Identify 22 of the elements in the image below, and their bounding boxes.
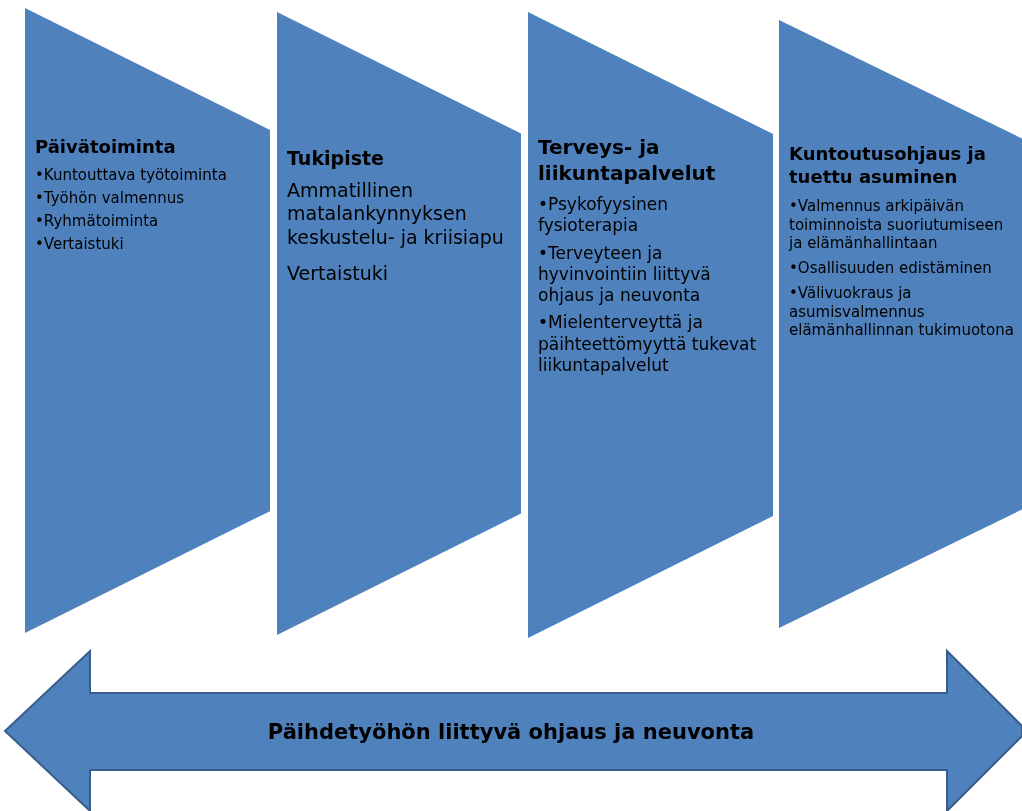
list-item: •Kuntouttava työtoiminta xyxy=(35,166,228,186)
list-item: •Psykofyysinen fysioterapia xyxy=(538,194,669,237)
panel-heading: Tukipiste xyxy=(287,146,385,171)
list-item: •Valmennus arkipäivän toiminnoista suoriutumiseen ja elämänhallintaan xyxy=(789,196,1005,254)
trapezoid-panel xyxy=(277,12,521,635)
list-item: •Ryhmätoiminta xyxy=(35,211,160,231)
trapezoid-panel xyxy=(779,20,1022,628)
trapezoid-panel xyxy=(25,8,270,633)
list-item: •Välivuokraus ja asumisvalmennus elämänhallinnan tukimuotona xyxy=(789,283,1014,341)
list-item: •Työhön valmennus xyxy=(35,189,186,208)
band-label: Päihdetyöhön liittyvä ohjaus ja neuvonta xyxy=(266,718,756,746)
panel-heading: Päivätoiminta xyxy=(35,135,177,159)
list-item: •Osallisuuden edistäminen xyxy=(789,259,993,278)
list-item: Vertaistuki xyxy=(287,261,390,286)
trapezoid-panel xyxy=(528,12,773,638)
list-item: Ammatillinen matalankynnyksen keskustelu- ja kriisiapu xyxy=(287,178,505,250)
list-item: •Vertaistuki xyxy=(35,234,125,254)
panel-heading: Kuntoutusohjaus ja tuettu asuminen xyxy=(789,142,987,189)
double-arrow-band xyxy=(3,648,1022,811)
list-item: •Mielenterveyttä ja päihteettömyyttä tukevat liikuntapalvelut xyxy=(538,312,758,376)
panel-heading: Terveys- ja liikuntapalvelut xyxy=(538,134,717,186)
list-item: •Terveyteen ja hyvinvointiin liittyvä ohjaus ja neuvonta xyxy=(538,242,712,307)
